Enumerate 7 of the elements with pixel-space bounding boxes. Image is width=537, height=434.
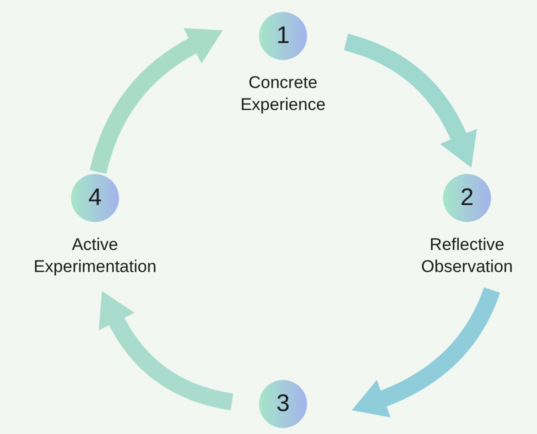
curved-arrow — [99, 292, 234, 410]
stage-label: Active Experimentation — [32, 234, 158, 278]
curved-arrow — [352, 287, 500, 418]
curved-arrow — [344, 34, 477, 168]
stage-label: Concrete Experience — [239, 72, 327, 116]
curved-arrow — [90, 28, 222, 174]
stage-label: Reflective Observation — [420, 234, 514, 278]
